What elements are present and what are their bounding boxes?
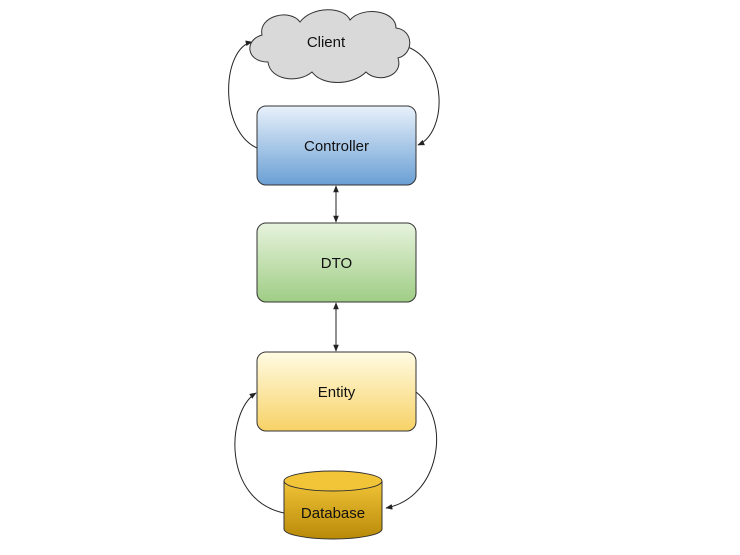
controller-label: Controller bbox=[304, 138, 369, 155]
controller-node: Controller bbox=[256, 105, 417, 186]
database-node: Database bbox=[283, 470, 383, 540]
edge-client-to-controller bbox=[404, 45, 440, 146]
cylinder-icon bbox=[283, 470, 383, 540]
client-label: Client bbox=[307, 34, 346, 51]
edge-controller-to-client bbox=[228, 40, 258, 149]
edge-entity-to-database bbox=[385, 391, 437, 510]
entity-label: Entity bbox=[318, 384, 356, 401]
cloud-icon bbox=[249, 9, 411, 83]
database-label: Database bbox=[301, 505, 365, 522]
entity-node: Entity bbox=[256, 351, 417, 432]
edge-database-to-entity bbox=[234, 392, 285, 514]
client-node: Client bbox=[249, 9, 411, 83]
dto-node: DTO bbox=[256, 222, 417, 303]
dto-label: DTO bbox=[321, 255, 352, 272]
